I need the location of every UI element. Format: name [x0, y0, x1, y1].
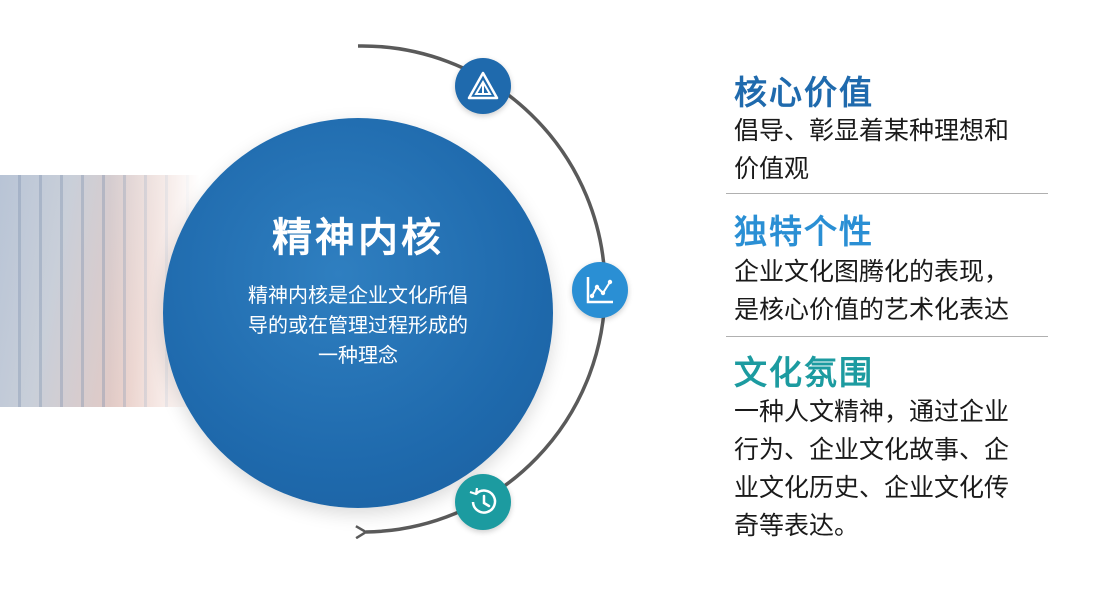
core-desc-line: 导的或在管理过程形成的 — [248, 313, 468, 337]
core-title: 精神内核 — [272, 215, 444, 261]
core-desc-line: 精神内核是企业文化所倡 — [248, 283, 468, 307]
unique-identity-node — [572, 262, 628, 318]
divider — [726, 336, 1048, 337]
section-title-culture-atmosphere: 文化氛围 — [734, 353, 874, 392]
section-line: 行为、企业文化故事、企 — [734, 435, 1010, 464]
section-line: 一种人文精神，通过企业 — [734, 397, 1010, 426]
section-line: 业文化历史、企业文化传 — [734, 473, 1010, 502]
core-value-node — [455, 58, 511, 114]
section-line: 倡导、彰显着某种理想和 — [734, 116, 1010, 145]
culture-atmosphere-node — [455, 474, 511, 530]
divider — [726, 193, 1048, 194]
section-text-core-value: 倡导、彰显着某种理想和 价值观 — [734, 112, 1054, 188]
section-line: 企业文化图腾化的表现， — [734, 257, 1010, 286]
section-title-core-value: 核心价值 — [734, 73, 874, 112]
section-line: 是核心价值的艺术化表达 — [734, 295, 1010, 324]
core-description: 精神内核是企业文化所倡 导的或在管理过程形成的 一种理念 — [218, 280, 498, 370]
core-circle — [163, 118, 553, 508]
section-line: 奇等表达。 — [734, 511, 860, 540]
line-chart-icon — [586, 277, 613, 304]
history-clock-icon — [469, 487, 497, 514]
section-text-culture-atmosphere: 一种人文精神，通过企业 行为、企业文化故事、企 业文化历史、企业文化传 奇等表达… — [734, 393, 1054, 545]
section-title-unique-identity: 独特个性 — [734, 212, 874, 251]
section-line: 价值观 — [734, 154, 810, 183]
triangle-icon — [467, 71, 499, 100]
core-desc-line: 一种理念 — [318, 343, 398, 367]
section-text-unique-identity: 企业文化图腾化的表现， 是核心价值的艺术化表达 — [734, 253, 1054, 329]
